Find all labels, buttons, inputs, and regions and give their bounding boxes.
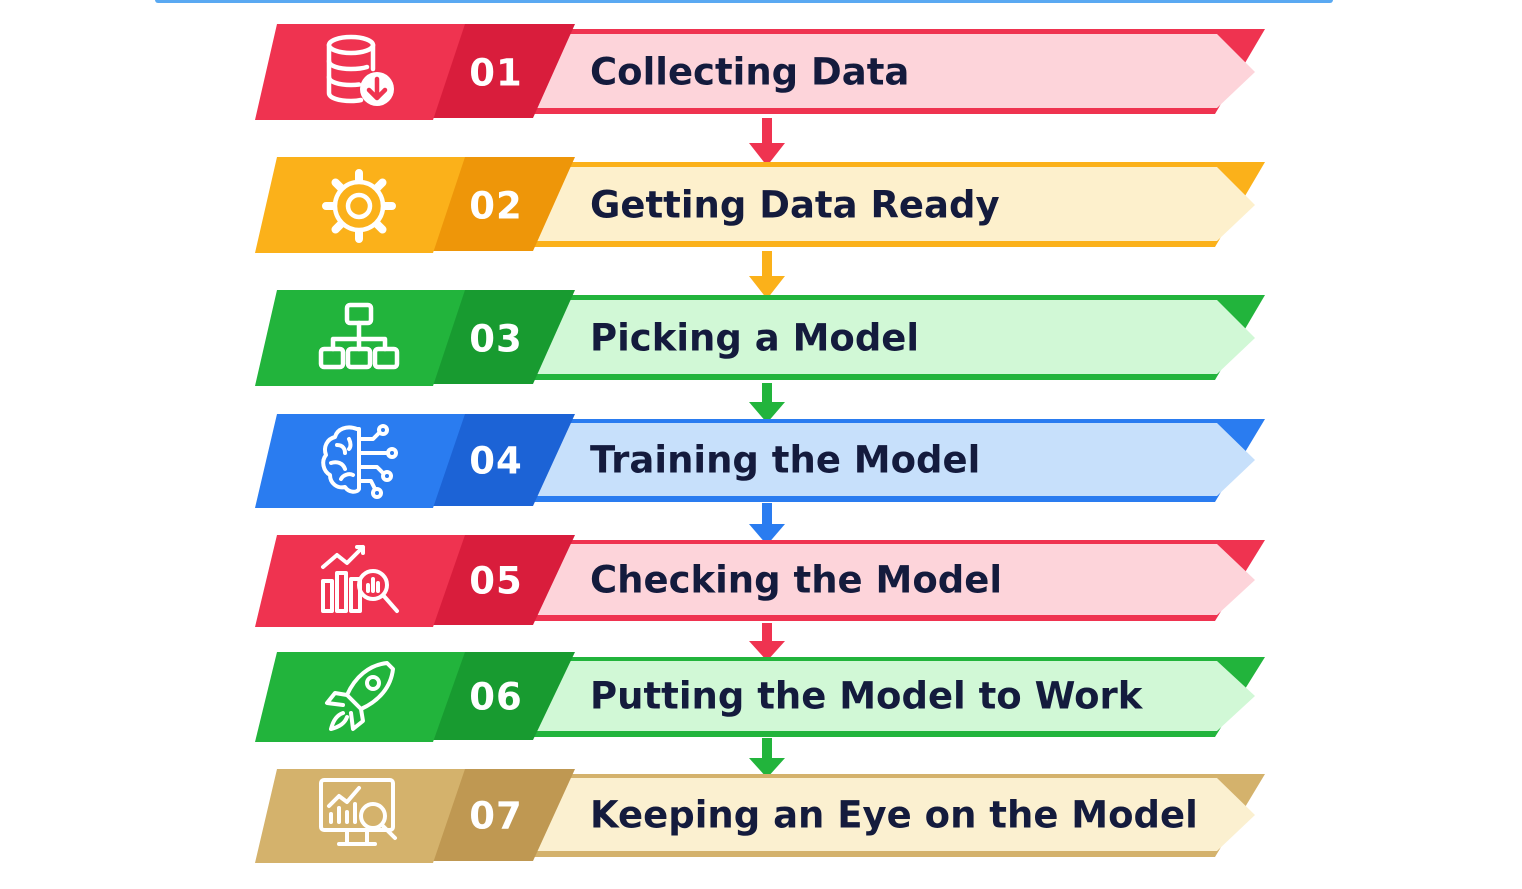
step-picking-a-model: 03 Picking a Model [255, 288, 1275, 389]
step-number: 02 [469, 184, 523, 227]
flow-arrow [749, 383, 785, 423]
step-label: Checking the Model [590, 558, 1003, 602]
step-label: Putting the Model to Work [590, 674, 1143, 718]
monitor-analytics-icon [317, 774, 401, 858]
step-label: Collecting Data [590, 50, 910, 94]
step-keeping-an-eye-on-the-model: 07 Keeping an Eye on the Model [255, 767, 1275, 865]
step-banner-shape [255, 414, 1265, 508]
flow-arrow [749, 503, 785, 545]
step-number: 05 [469, 559, 523, 603]
rocket-icon [317, 655, 401, 739]
ai-brain-icon [317, 419, 401, 503]
gear-icon [317, 164, 401, 248]
step-checking-the-model: 05 Checking the Model [255, 533, 1275, 629]
step-number: 07 [469, 794, 523, 838]
step-label: Getting Data Ready [590, 183, 1000, 227]
step-number: 04 [469, 439, 523, 483]
step-putting-the-model-to-work: 06 Putting the Model to Work [255, 650, 1275, 744]
step-banner-shape [255, 290, 1265, 386]
flow-arrow [749, 738, 785, 778]
database-download-icon [317, 31, 401, 115]
step-banner-shape [255, 24, 1265, 120]
flow-arrow [749, 118, 785, 166]
step-getting-data-ready: 02 Getting Data Ready [255, 155, 1275, 256]
flow-arrow [749, 623, 785, 661]
flow-arrow [749, 251, 785, 299]
hierarchy-icon [317, 297, 401, 381]
step-banner-shape [255, 157, 1265, 253]
step-training-the-model: 04 Training the Model [255, 412, 1275, 510]
chart-magnifier-icon [317, 539, 401, 623]
step-label: Keeping an Eye on the Model [590, 793, 1198, 837]
step-number: 06 [469, 675, 523, 719]
step-label: Picking a Model [590, 316, 920, 360]
step-number: 01 [469, 51, 523, 94]
step-banner-shape [255, 652, 1265, 742]
step-label: Training the Model [590, 438, 981, 482]
step-collecting-data: 01 Collecting Data [255, 22, 1275, 123]
step-banner-shape [255, 535, 1265, 627]
top-divider-line [155, 0, 1333, 3]
step-banner-shape [255, 769, 1265, 863]
step-number: 03 [469, 317, 523, 360]
